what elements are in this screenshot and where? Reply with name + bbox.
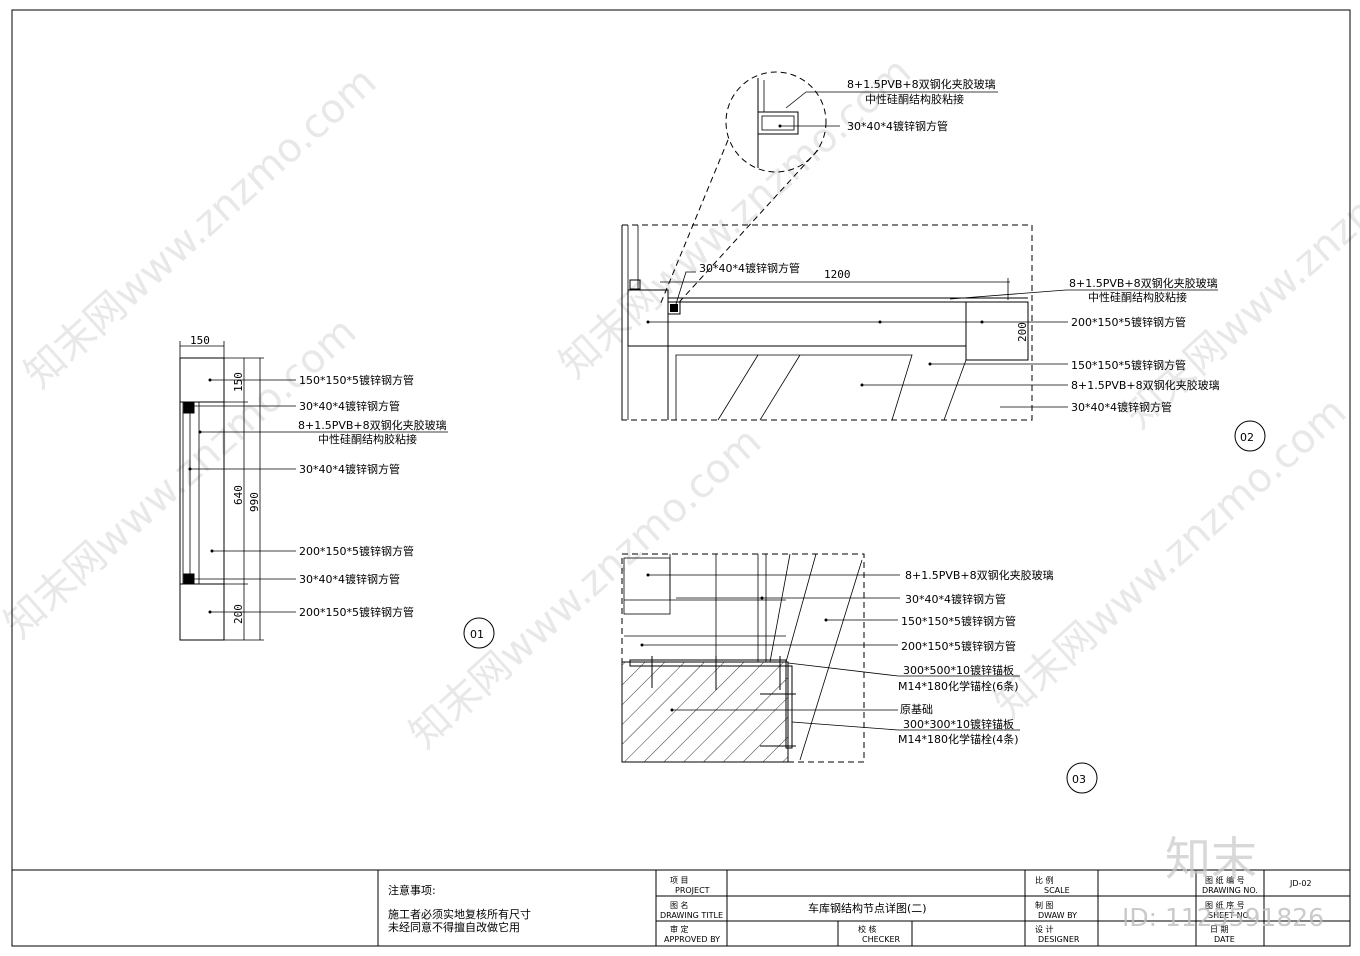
checker-label-en: CHECKER [862,935,901,944]
callout: 150*150*5镀锌钢方管 [901,614,1016,628]
dim-top: 150 [232,372,245,392]
detail-marker-01 [463,617,495,649]
scale-label: 比 例 [1035,875,1054,885]
date-label-en: DATE [1214,935,1235,944]
sheet-label-en: SHEET NO. [1208,911,1251,920]
detail-03: 8+1.5PVB+8双钢化夹胶玻璃 30*40*4镀锌钢方管 150*150*5… [621,553,1098,794]
callout: 8+1.5PVB+8双钢化夹胶玻璃 [298,418,447,432]
callout: 200*150*5镀锌钢方管 [1071,315,1186,329]
callout: 30*40*4镀锌钢方管 [1071,400,1172,414]
callout: 8+1.5PVB+8双钢化夹胶玻璃 [1069,276,1218,290]
detail-02: 8+1.5PVB+8双钢化夹胶玻璃 中性硅酮结构胶粘接 30*40*4镀锌钢方管… [621,71,1266,452]
callout: 8+1.5PVB+8双钢化夹胶玻璃 [1071,378,1220,392]
callout: 8+1.5PVB+8双钢化夹胶玻璃 [905,568,1054,582]
callout: 中性硅酮结构胶粘接 [1088,290,1187,304]
dim-span: 1200 [824,268,851,281]
approved-label-en: APPROVED BY [664,935,720,944]
designer-label-en: DESIGNER [1038,935,1080,944]
notes-line: 施工者必须实地复核所有尺寸 [388,907,531,921]
zoom-bubble [725,71,827,173]
detail-label-03: 03 [1072,773,1086,786]
title-block: 注意事项: 施工者必须实地复核所有尺寸 未经同意不得擅自改做它用 项 目 PRO… [377,870,1350,946]
approved-label: 审 定 [670,924,689,934]
drawn-label-en: DWAW BY [1038,911,1077,920]
sheet-border [11,9,1351,947]
zoom-callout: 中性硅酮结构胶粘接 [865,92,964,106]
callout: M14*180化学锚栓(6条) [898,679,1019,693]
dim-bottom: 200 [232,604,245,624]
callout: 300*300*10镀锌锚板 [903,717,1014,731]
callout: M14*180化学锚栓(4条) [898,732,1019,746]
anchor-bolts [651,656,796,747]
dim-height: 200 [1016,322,1029,342]
callout: 原基础 [900,703,933,716]
foundation-hatch [621,661,789,763]
drawing-no-label: 图 纸 编 号 [1205,875,1245,885]
drawn-label: 制 图 [1035,900,1054,910]
callout: 30*40*4镀锌钢方管 [299,399,400,413]
project-label-en: PROJECT [675,886,710,895]
detail-label-01: 01 [470,628,484,641]
drawing-title-label-en: DRAWING TITLE [660,911,723,920]
drawing-no: JD-02 [1289,879,1312,888]
callout: 150*150*5镀锌钢方管 [299,373,414,387]
scale-label-en: SCALE [1044,886,1070,895]
detail-marker-03 [1066,762,1098,794]
callout: 中性硅酮结构胶粘接 [318,432,417,446]
dim-width: 150 [190,334,210,347]
callout: 30*40*4镀锌钢方管 [299,462,400,476]
dim-total: 990 [248,492,261,512]
project-label: 项 目 [670,876,689,885]
detail-label-02: 02 [1240,431,1254,444]
designer-label: 设 计 [1035,924,1054,934]
notes-line: 未经同意不得擅自改做它用 [388,920,520,934]
callout: 200*150*5镀锌钢方管 [299,605,414,619]
notes-title: 注意事项: [388,883,436,897]
drawing-title: 车库钢结构节点详图(二) [808,901,927,915]
callout: 150*150*5镀锌钢方管 [1071,358,1186,372]
callout: 30*40*4镀锌钢方管 [905,592,1006,606]
checker-label: 校 核 [858,924,877,934]
sheet-label: 图 纸 序 号 [1205,900,1245,910]
dim-mid: 640 [232,485,245,505]
callout: 30*40*4镀锌钢方管 [699,261,800,275]
zoom-callout: 30*40*4镀锌钢方管 [847,119,948,133]
watermark-id: ID: 1125591826 [1122,903,1324,932]
watermark-logo: 知末 [1165,832,1257,886]
date-label: 日 期 [1210,925,1229,934]
drawing-no-label-en: DRAWING NO. [1202,886,1258,895]
callout: 200*150*5镀锌钢方管 [299,544,414,558]
watermark-text: 知末网www.znzmo.com [986,389,1355,728]
zoom-callout: 8+1.5PVB+8双钢化夹胶玻璃 [847,77,996,91]
detail-01: 150 150 640 990 200 150*150*5镀锌钢方管 30*40… [179,334,495,649]
callout: 30*40*4镀锌钢方管 [299,572,400,586]
callout: 300*500*10镀锌锚板 [903,663,1014,677]
detail-marker-02 [1234,420,1266,452]
callout: 200*150*5镀锌钢方管 [901,639,1016,653]
drawing-title-label: 图 名 [670,900,689,910]
